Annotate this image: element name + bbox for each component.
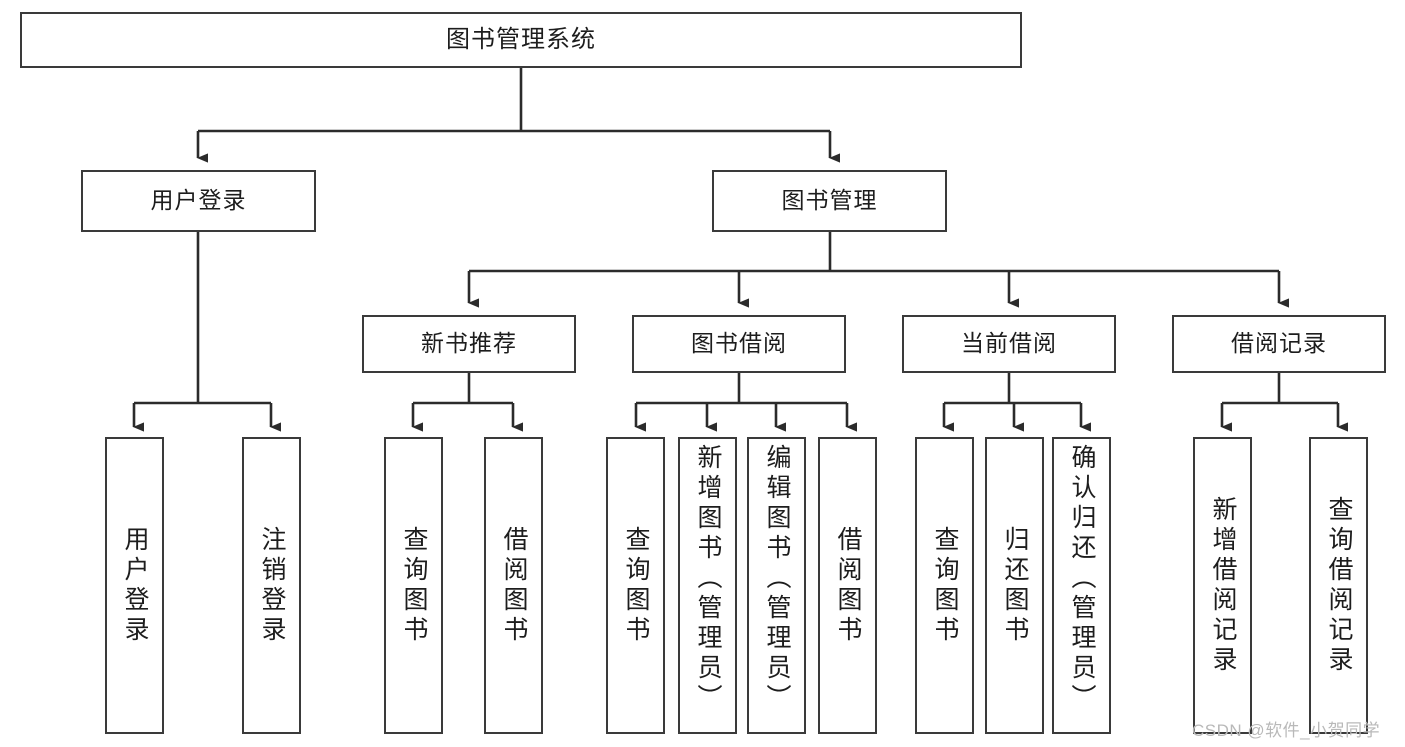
node-current-borrow-label: 当前借阅 (961, 330, 1057, 357)
leaf-query-book-2-label: 查询图书 (622, 525, 650, 646)
node-user-login[interactable]: 用户登录 (81, 170, 316, 232)
leaf-query-book-3[interactable]: 查询图书 (915, 437, 974, 734)
node-borrow-record[interactable]: 借阅记录 (1172, 315, 1386, 373)
leaf-query-record-label: 查询借阅记录 (1325, 495, 1353, 676)
node-borrow-record-label: 借阅记录 (1231, 330, 1327, 357)
node-root[interactable]: 图书管理系统 (20, 12, 1022, 68)
leaf-add-record[interactable]: 新增借阅记录 (1193, 437, 1252, 734)
leaf-user-login-label: 用户登录 (121, 525, 149, 646)
leaf-borrow-book-1[interactable]: 借阅图书 (484, 437, 543, 734)
leaf-edit-book-label: 编辑图书（管理员） (763, 444, 791, 714)
leaf-add-record-label: 新增借阅记录 (1209, 495, 1237, 676)
node-book-borrow-label: 图书借阅 (691, 330, 787, 357)
leaf-borrow-book-2[interactable]: 借阅图书 (818, 437, 877, 734)
leaf-edit-book[interactable]: 编辑图书（管理员） (747, 437, 806, 734)
leaf-return-book[interactable]: 归还图书 (985, 437, 1044, 734)
leaf-user-login[interactable]: 用户登录 (105, 437, 164, 734)
leaf-confirm-return-label: 确认归还（管理员） (1068, 444, 1096, 714)
leaf-logout[interactable]: 注销登录 (242, 437, 301, 734)
leaf-query-book-1-label: 查询图书 (400, 525, 428, 646)
node-root-label: 图书管理系统 (446, 25, 596, 53)
node-book-manage[interactable]: 图书管理 (712, 170, 947, 232)
leaf-query-book-3-label: 查询图书 (931, 525, 959, 646)
node-new-book-rec-label: 新书推荐 (421, 330, 517, 357)
leaf-confirm-return[interactable]: 确认归还（管理员） (1052, 437, 1111, 734)
node-user-login-label: 用户登录 (150, 187, 247, 214)
leaf-query-record[interactable]: 查询借阅记录 (1309, 437, 1368, 734)
leaf-borrow-book-1-label: 借阅图书 (500, 525, 528, 646)
node-current-borrow[interactable]: 当前借阅 (902, 315, 1116, 373)
node-book-manage-label: 图书管理 (781, 187, 878, 214)
leaf-query-book-1[interactable]: 查询图书 (384, 437, 443, 734)
leaf-borrow-book-2-label: 借阅图书 (834, 525, 862, 646)
leaf-query-book-2[interactable]: 查询图书 (606, 437, 665, 734)
leaf-return-book-label: 归还图书 (1001, 525, 1029, 646)
node-book-borrow[interactable]: 图书借阅 (632, 315, 846, 373)
leaf-add-book-label: 新增图书（管理员） (694, 444, 722, 714)
csdn-watermark: CSDN @软件_小贺同学 (1192, 721, 1381, 740)
leaf-logout-label: 注销登录 (258, 525, 286, 646)
leaf-add-book[interactable]: 新增图书（管理员） (678, 437, 737, 734)
node-new-book-rec[interactable]: 新书推荐 (362, 315, 576, 373)
